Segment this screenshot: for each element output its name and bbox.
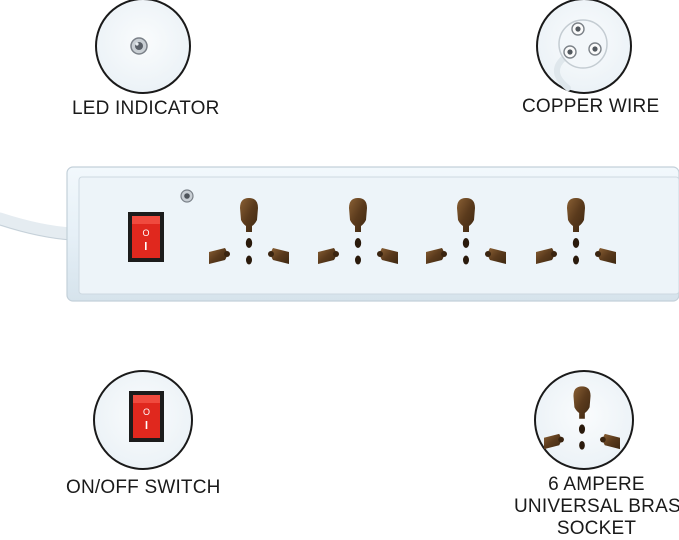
- switch-callout: O: [93, 370, 193, 470]
- rocker-switch-icon: O: [128, 212, 164, 262]
- led-indicator-label: LED INDICATOR: [72, 98, 220, 119]
- power-cable: [0, 212, 79, 241]
- copper-wire-label: COPPER WIRE: [522, 96, 660, 117]
- svg-text:O: O: [143, 407, 150, 417]
- power-strip: O: [0, 166, 679, 302]
- socket-callout: [534, 370, 634, 470]
- led-indicator-callout: [95, 0, 191, 94]
- three-pin-plug-icon: [554, 19, 608, 91]
- led-indicator-icon: [180, 189, 194, 203]
- copper-wire-callout: [536, 0, 632, 94]
- rocker-switch-icon: O: [129, 391, 164, 442]
- svg-text:O: O: [142, 228, 149, 238]
- callout-circle: [534, 370, 634, 470]
- switch-label: ON/OFF SWITCH: [66, 477, 221, 498]
- socket-label: 6 AMPERE UNIVERSAL BRASS SOCKET: [514, 474, 679, 540]
- socket-label-line: 6 AMPERE: [548, 474, 645, 495]
- led-indicator-icon: [130, 37, 148, 55]
- socket-label-line: SOCKET: [556, 518, 637, 539]
- socket-label-line: UNIVERSAL BRASS: [514, 496, 679, 517]
